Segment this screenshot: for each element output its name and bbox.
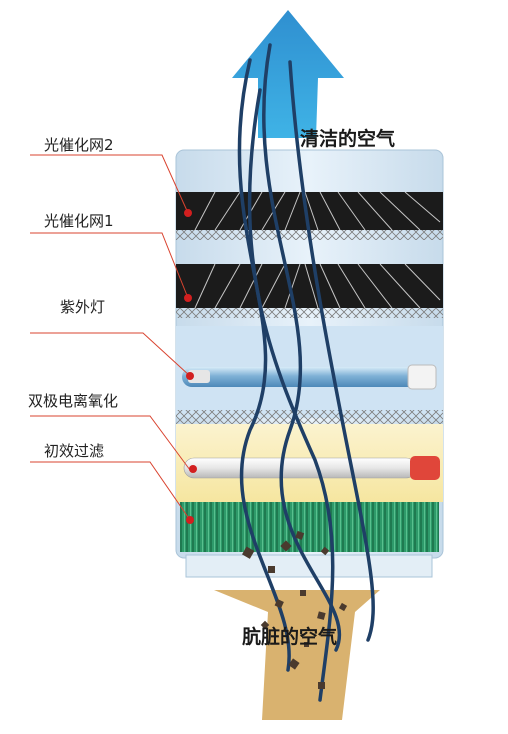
primary-filter-element <box>180 502 439 552</box>
dust-particles <box>242 530 348 689</box>
clean-air-arrow <box>232 10 344 138</box>
bipolar-ionizer-tube <box>183 456 440 480</box>
marker-dots <box>184 209 197 524</box>
uv-lamp-tube <box>182 364 437 390</box>
clean-air-label: 清洁的空气 <box>300 128 396 150</box>
label-photocatalyst-mesh-1: 光催化网1 <box>44 212 114 230</box>
dirty-air-label: 肮脏的空气 <box>242 626 338 648</box>
leader-lines <box>30 154 191 521</box>
label-bipolar-ionization: 双极电离氧化 <box>28 392 119 410</box>
label-uv-lamp: 紫外灯 <box>60 298 106 316</box>
label-primary-filter: 初效过滤 <box>44 442 105 460</box>
ionizer-mesh <box>176 410 443 424</box>
dirty-air-stream <box>214 590 380 720</box>
photocatalyst-mesh-1 <box>176 263 443 318</box>
airflow-lines <box>237 43 375 702</box>
label-photocatalyst-mesh-2: 光催化网2 <box>44 136 114 154</box>
